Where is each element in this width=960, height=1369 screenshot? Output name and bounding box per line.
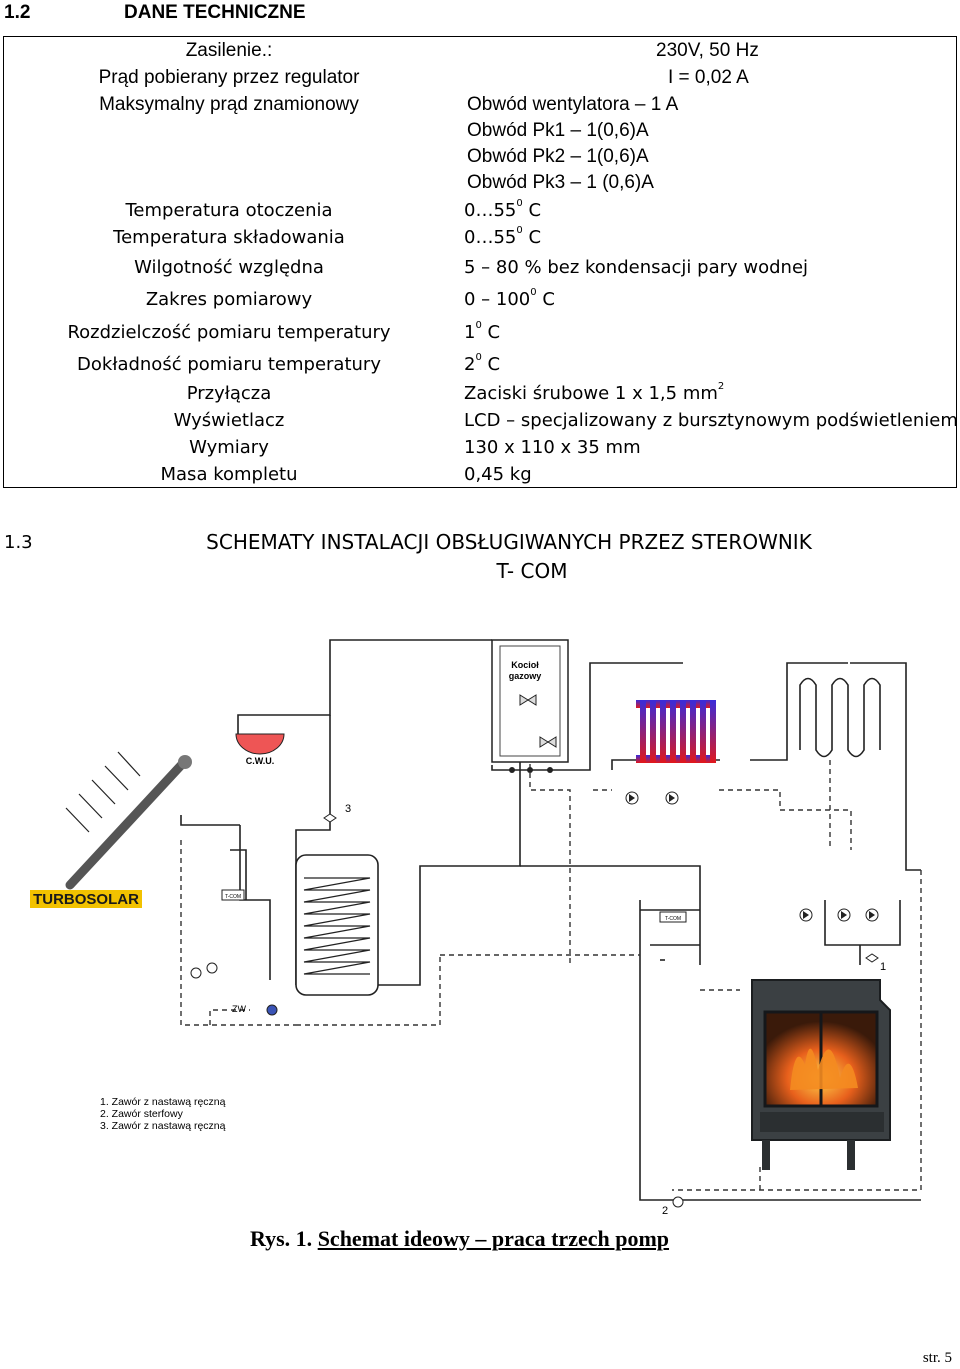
solar-collector-icon bbox=[65, 755, 192, 890]
label-weight: Masa kompletu bbox=[160, 464, 298, 485]
value-display: LCD – specjalizowany z bursztynowym podś… bbox=[464, 410, 958, 431]
section-title-2b: T- COM bbox=[496, 559, 568, 583]
valve-3-icon bbox=[323, 813, 337, 823]
value-storage-temp: 0…550 C bbox=[464, 225, 542, 248]
diagram-legend: 1. Zawór z nastawą ręczną 2. Zawór sterf… bbox=[100, 1096, 225, 1132]
sun-rays-icon bbox=[65, 751, 141, 833]
value-current-draw: I = 0,02 A bbox=[668, 67, 749, 88]
section-number-2: 1.3 bbox=[4, 532, 33, 553]
fireplace-icon bbox=[751, 979, 891, 1170]
value-temp-resolution: 10 C bbox=[464, 320, 501, 343]
brand-text: TURBOSOLAR bbox=[33, 891, 139, 908]
label-max-current: Maksymalny prąd znamionowy bbox=[99, 94, 359, 115]
label-measure-range: Zakres pomiarowy bbox=[145, 289, 313, 310]
label-storage-temp: Temperatura składowania bbox=[113, 227, 345, 248]
cwu-label: C.W.U. bbox=[246, 756, 275, 766]
tcom-controller-2 bbox=[659, 911, 687, 923]
value-temp-accuracy: 20 C bbox=[464, 352, 501, 375]
dashed-pipes bbox=[180, 755, 922, 1191]
legend-item: 3. Zawór z nastawą ręczną bbox=[100, 1120, 226, 1132]
cwu-tank-icon bbox=[235, 733, 285, 755]
legend-item: 1. Zawór z nastawą ręczną bbox=[100, 1096, 226, 1108]
value-supply: 230V, 50 Hz bbox=[656, 40, 759, 61]
boiler-label-2: gazowy bbox=[509, 671, 542, 681]
legend-item: 2. Zawór sterfowy bbox=[100, 1108, 183, 1120]
page-number: str. 5 bbox=[922, 1350, 952, 1366]
boiler-valve-icon bbox=[519, 694, 537, 706]
label-temp-resolution: Rozdzielczość pomiaru temperatury bbox=[67, 322, 391, 343]
value-humidity: 5 – 80 % bez kondensacji pary wodnej bbox=[464, 257, 809, 278]
section-title: DANE TECHNICZNE bbox=[124, 2, 306, 23]
section-number: 1.2 bbox=[4, 2, 31, 23]
label-humidity: Wilgotność względna bbox=[134, 257, 324, 278]
pump-icon bbox=[625, 791, 679, 805]
right-pumps-icon bbox=[799, 908, 879, 963]
label-display: Wyświetlacz bbox=[173, 410, 285, 431]
expansion-vessel-icon bbox=[190, 962, 278, 1016]
radiator-icon bbox=[636, 700, 716, 763]
value-max-current-pk1: Obwód Pk1 – 1(0,6)A bbox=[467, 120, 649, 141]
brand-logo bbox=[30, 890, 142, 908]
boiler-label-1: Kocioł bbox=[511, 660, 539, 670]
label-dimensions: Wymiary bbox=[189, 437, 269, 458]
value-max-current-pk2: Obwód Pk2 – 1(0,6)A bbox=[467, 146, 649, 167]
value-connectors: Zaciski śrubowe 1 x 1,5 mm2 bbox=[464, 381, 725, 404]
tcom-controller-1 bbox=[221, 889, 245, 901]
tcom-label-2: T-COM bbox=[665, 916, 681, 922]
zw-label: ZW bbox=[232, 1004, 246, 1014]
section-title-2: SCHEMATY INSTALACJI OBSŁUGIWANYCH PRZEZ … bbox=[206, 530, 812, 554]
value-weight: 0,45 kg bbox=[464, 464, 532, 485]
valve-number-3: 3 bbox=[345, 803, 351, 815]
label-supply: Zasilenie.: bbox=[185, 40, 273, 61]
tcom-label-1: T-COM bbox=[225, 894, 241, 900]
label-current-draw: Prąd pobierany przez regulator bbox=[98, 67, 360, 88]
value-max-current-fan: Obwód wentylatora – 1 A bbox=[467, 94, 679, 115]
label-connectors: Przyłącza bbox=[186, 383, 272, 404]
value-dimensions: 130 x 110 x 35 mm bbox=[464, 437, 641, 458]
value-measure-range: 0 – 1000 C bbox=[464, 287, 555, 310]
valve-2-icon bbox=[672, 1196, 684, 1208]
valve-number-2: 2 bbox=[662, 1205, 668, 1217]
label-ambient-temp: Temperatura otoczenia bbox=[125, 200, 333, 221]
figure-caption: Rys. 1. Schemat ideowy – praca trzech po… bbox=[250, 1226, 670, 1251]
value-ambient-temp: 0…550 C bbox=[464, 198, 542, 221]
installation-diagram: Kocioł gazowy C.W.U. 3 TURBOSOLAR bbox=[30, 639, 922, 1217]
floor-heating-icon bbox=[799, 677, 881, 758]
valve-number-1: 1 bbox=[880, 961, 886, 973]
label-temp-accuracy: Dokładność pomiaru temperatury bbox=[77, 354, 381, 375]
value-max-current-pk3: Obwód Pk3 – 1 (0,6)A bbox=[467, 172, 654, 193]
technical-data-table: Zasilenie.: 230V, 50 Hz Prąd pobierany p… bbox=[3, 36, 958, 488]
